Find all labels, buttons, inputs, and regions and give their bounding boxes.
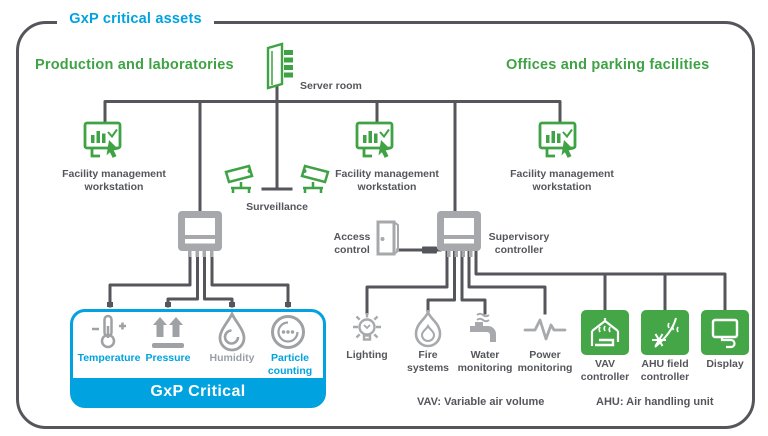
access-control-label: Access control [333, 231, 371, 256]
water-monitoring-icon [470, 312, 496, 342]
workstation-icon-1 [83, 121, 122, 158]
power-monitoring-icon [523, 318, 567, 341]
lighting-icon [353, 313, 381, 341]
display-box [701, 310, 749, 355]
humidity-icon [218, 312, 246, 352]
temperature-label: Temperature [77, 352, 141, 364]
surveillance-camera-right-icon [300, 164, 330, 193]
temperature-icon [92, 314, 126, 349]
gxp-critical-box: GxP Critical [70, 309, 326, 408]
pressure-label: Pressure [145, 352, 191, 364]
vav-controller-label: VAV controller [580, 358, 630, 383]
pressure-icon [152, 317, 184, 348]
fire-systems-label: Fire systems [406, 349, 450, 374]
power-monitoring-label: Power monitoring [517, 349, 573, 374]
server-room-icon [266, 42, 293, 90]
ahu-field-controller-box [641, 310, 689, 355]
supervisory-controller-label: Supervisory controller [488, 231, 550, 256]
ahu-field-controller-icon [652, 317, 679, 348]
display-icon [711, 318, 739, 348]
workstation-label-1: Facility management workstation [62, 168, 166, 193]
lighting-label: Lighting [346, 349, 388, 361]
section-header-production: Production and laboratories [35, 57, 234, 73]
badge-label: GxP critical assets [69, 11, 202, 27]
workstation-label-2: Facility management workstation [335, 168, 439, 193]
vav-controller-box [581, 310, 629, 355]
particle-counting-label: Particle counting [267, 352, 313, 377]
legend-ahu: AHU: Air handling unit [596, 396, 714, 408]
section-header-offices: Offices and parking facilities [506, 57, 710, 73]
fire-systems-icon [414, 310, 442, 348]
field-controller-icon [178, 211, 222, 257]
workstation-label-3: Facility management workstation [510, 168, 614, 193]
server-room-label: Server room [300, 80, 362, 92]
water-monitoring-label: Water monitoring [457, 349, 513, 374]
workstation-icon-2 [355, 121, 394, 158]
ahu-field-controller-label: AHU field controller [640, 358, 690, 383]
workstation-icon-3 [538, 121, 577, 158]
gxp-critical-assets-badge: GxP critical assets [57, 5, 214, 33]
gxp-critical-band: GxP Critical [73, 378, 323, 405]
humidity-label: Humidity [209, 352, 255, 364]
access-control-door-icon [376, 220, 399, 256]
surveillance-label: Surveillance [246, 201, 308, 213]
gxp-critical-title: GxP Critical [150, 382, 246, 400]
surveillance-camera-left-icon [224, 164, 254, 193]
supervisory-controller-icon [437, 211, 481, 257]
particle-counting-icon [271, 315, 305, 349]
legend-vav: VAV: Variable air volume [417, 396, 545, 408]
vav-controller-icon [590, 317, 620, 346]
diagram-border [16, 21, 755, 429]
display-label: Display [706, 358, 744, 370]
